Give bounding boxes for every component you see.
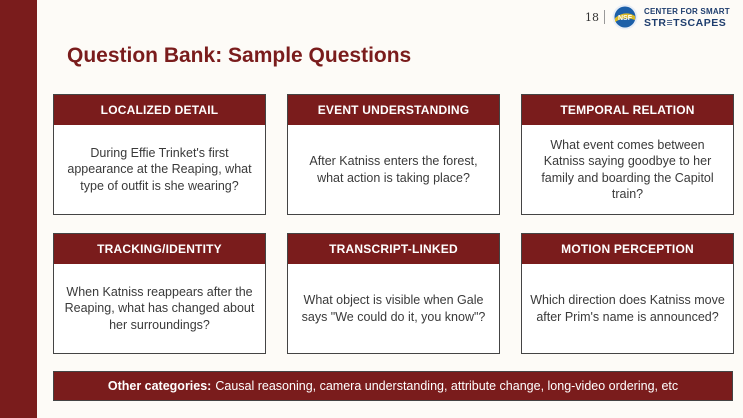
question-card: TEMPORAL RELATION What event comes betwe… [521, 94, 734, 215]
card-category: TEMPORAL RELATION [522, 95, 733, 125]
logo-line-2: STR≡TSCAPES [644, 17, 727, 29]
question-card: EVENT UNDERSTANDING After Katniss enters… [287, 94, 500, 215]
logo-divider [604, 10, 605, 24]
card-question: During Effie Trinket's first appearance … [67, 146, 252, 193]
question-card: MOTION PERCEPTION Which direction does K… [521, 233, 734, 354]
left-accent-bar [0, 0, 37, 418]
logo-line-1: CENTER FOR SMART [644, 7, 730, 16]
page-title: Question Bank: Sample Questions [67, 44, 412, 67]
nsf-logo-text: NSF [618, 15, 633, 22]
card-question: Which direction does Katniss move after … [530, 293, 725, 324]
card-question: After Katniss enters the forest, what ac… [309, 154, 478, 185]
page-number: 18 [585, 11, 599, 24]
question-card: TRACKING/IDENTITY When Katniss reappears… [53, 233, 266, 354]
question-card: LOCALIZED DETAIL During Effie Trinket's … [53, 94, 266, 215]
card-question: When Katniss reappears after the Reaping… [64, 285, 255, 332]
question-card: TRANSCRIPT-LINKED What object is visible… [287, 233, 500, 354]
card-category: LOCALIZED DETAIL [54, 95, 265, 125]
center-logo: CENTER FOR SMART STR≡TSCAPES [644, 8, 740, 29]
footer-text: Causal reasoning, camera understanding, … [215, 379, 679, 393]
footer-label: Other categories: [107, 379, 212, 393]
card-category: TRANSCRIPT-LINKED [288, 234, 499, 264]
card-category: MOTION PERCEPTION [522, 234, 733, 264]
card-category: TRACKING/IDENTITY [54, 234, 265, 264]
card-category: EVENT UNDERSTANDING [288, 95, 499, 125]
nsf-logo-icon: NSF [612, 4, 638, 30]
other-categories-banner: Other categories: Causal reasoning, came… [53, 371, 733, 401]
card-question: What event comes between Katniss saying … [541, 138, 714, 201]
card-question: What object is visible when Gale says "W… [301, 293, 486, 324]
